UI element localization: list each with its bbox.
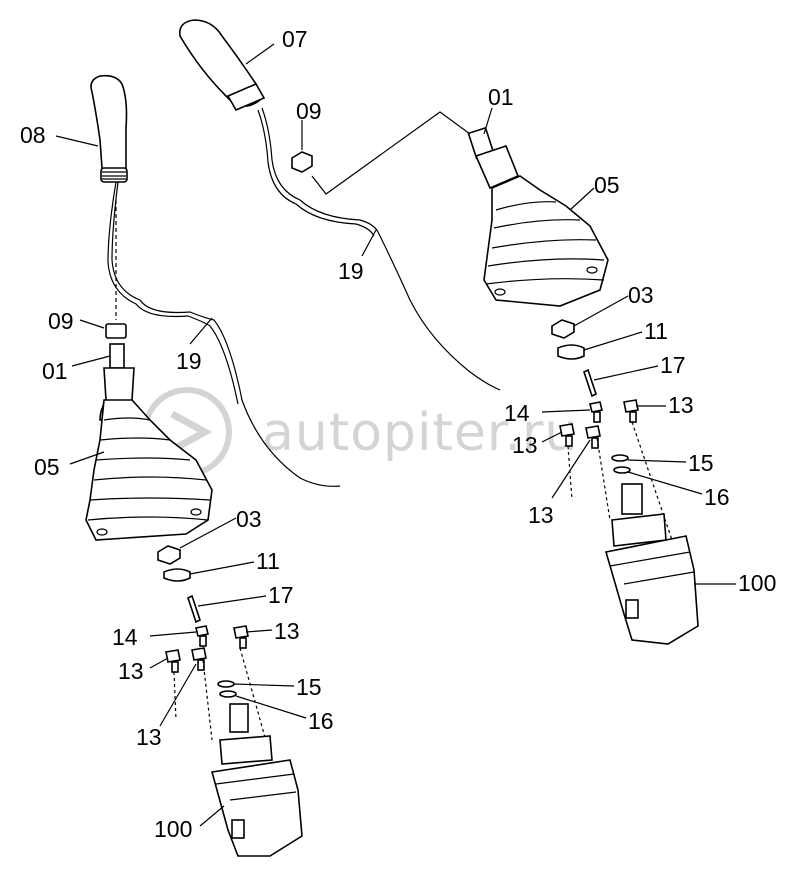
left-nut-09 bbox=[105, 323, 127, 339]
label-03-right: 03 bbox=[628, 282, 654, 308]
left-bolt-13-b bbox=[165, 649, 181, 673]
left-boot-05 bbox=[85, 399, 213, 541]
label-13-left-c: 13 bbox=[136, 724, 162, 750]
leader-lines bbox=[55, 43, 736, 827]
label-100-left: 100 bbox=[154, 816, 193, 842]
label-100-right: 100 bbox=[738, 570, 777, 596]
left-washer-11 bbox=[163, 568, 191, 582]
right-washer-15 bbox=[611, 454, 629, 462]
label-09-left: 09 bbox=[48, 308, 74, 334]
label-01-right: 01 bbox=[488, 84, 514, 110]
watermark-text: autopiter.ru bbox=[262, 403, 579, 463]
label-14-left: 14 bbox=[112, 624, 138, 650]
label-16-right: 16 bbox=[704, 484, 730, 510]
label-13-right-a: 13 bbox=[668, 392, 694, 418]
label-17-left: 17 bbox=[268, 582, 294, 608]
left-grip-08 bbox=[90, 74, 128, 172]
label-11-left: 11 bbox=[256, 548, 280, 574]
label-07: 07 bbox=[282, 26, 308, 52]
label-15-right: 15 bbox=[688, 450, 714, 476]
right-pin-17 bbox=[583, 368, 597, 398]
label-16-left: 16 bbox=[308, 708, 334, 734]
label-19-right: 19 bbox=[338, 258, 364, 284]
left-nut-03 bbox=[157, 545, 181, 565]
label-01-left: 01 bbox=[42, 358, 68, 384]
label-13-right-c: 13 bbox=[528, 502, 554, 528]
label-05-left: 05 bbox=[34, 454, 60, 480]
left-grip-collar bbox=[100, 167, 128, 183]
right-nut-03 bbox=[551, 319, 575, 339]
right-valve-100 bbox=[604, 483, 699, 645]
right-wire bbox=[261, 107, 501, 391]
label-05-right: 05 bbox=[594, 172, 620, 198]
label-08: 08 bbox=[20, 122, 46, 148]
label-17-right: 17 bbox=[660, 352, 686, 378]
right-bolt-13-b bbox=[559, 423, 575, 447]
right-bolt-13-c bbox=[585, 425, 601, 449]
left-wire bbox=[111, 181, 341, 487]
left-washer-16 bbox=[219, 690, 237, 698]
left-bolt-13-a bbox=[233, 625, 249, 649]
right-bolt-13-a bbox=[623, 399, 639, 423]
label-09-right: 09 bbox=[296, 98, 322, 124]
right-nut-09 bbox=[291, 151, 313, 173]
left-bolt-14 bbox=[195, 625, 209, 647]
left-washer-15 bbox=[217, 680, 235, 688]
left-pin-17 bbox=[187, 594, 201, 624]
label-13-left-a: 13 bbox=[274, 618, 300, 644]
right-washer-11 bbox=[557, 344, 585, 360]
right-grip-07 bbox=[178, 19, 263, 107]
label-11-right: 11 bbox=[644, 318, 668, 344]
label-13-left-b: 13 bbox=[118, 658, 144, 684]
label-03-left: 03 bbox=[236, 506, 262, 532]
right-bolt-14 bbox=[589, 401, 603, 423]
right-washer-16 bbox=[613, 466, 631, 474]
left-bolt-13-c bbox=[191, 647, 207, 671]
label-19-left: 19 bbox=[176, 348, 202, 374]
label-15-left: 15 bbox=[296, 674, 322, 700]
left-shaft-01 bbox=[109, 343, 125, 369]
left-valve-100 bbox=[210, 703, 303, 857]
label-14-right: 14 bbox=[504, 400, 530, 426]
label-13-right-b: 13 bbox=[512, 432, 538, 458]
